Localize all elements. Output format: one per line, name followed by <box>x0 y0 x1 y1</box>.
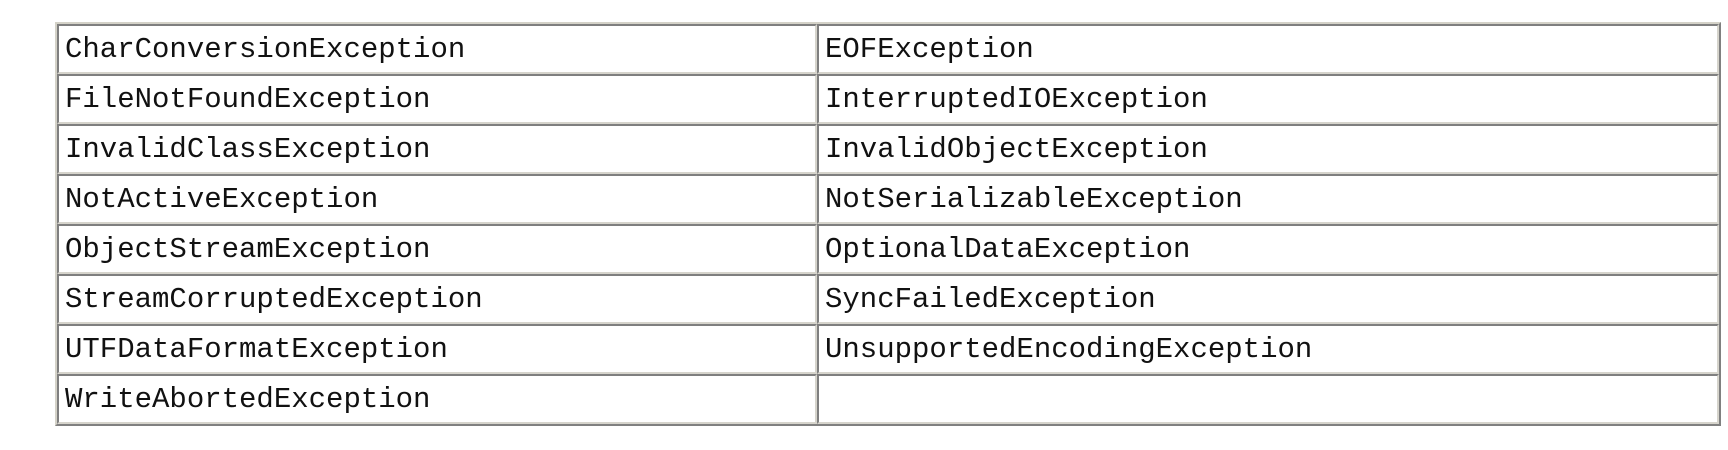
table-cell: StreamCorruptedException <box>57 274 817 324</box>
table-row: UTFDataFormatException UnsupportedEncodi… <box>57 324 1719 374</box>
table-cell: InvalidClassException <box>57 124 817 174</box>
exception-class-table: CharConversionException EOFException Fil… <box>55 22 1721 426</box>
table-cell: UnsupportedEncodingException <box>817 324 1719 374</box>
exception-table-container: CharConversionException EOFException Fil… <box>55 22 1721 426</box>
table-cell: NotSerializableException <box>817 174 1719 224</box>
table-cell: EOFException <box>817 24 1719 74</box>
empty-table-cell <box>817 374 1719 424</box>
table-cell: FileNotFoundException <box>57 74 817 124</box>
table-row: InvalidClassException InvalidObjectExcep… <box>57 124 1719 174</box>
table-cell: InterruptedIOException <box>817 74 1719 124</box>
table-cell: InvalidObjectException <box>817 124 1719 174</box>
table-cell: UTFDataFormatException <box>57 324 817 374</box>
table-cell: CharConversionException <box>57 24 817 74</box>
table-row: WriteAbortedException <box>57 374 1719 424</box>
table-row: StreamCorruptedException SyncFailedExcep… <box>57 274 1719 324</box>
table-cell: ObjectStreamException <box>57 224 817 274</box>
table-row: NotActiveException NotSerializableExcept… <box>57 174 1719 224</box>
table-cell: SyncFailedException <box>817 274 1719 324</box>
table-cell: WriteAbortedException <box>57 374 817 424</box>
table-row: ObjectStreamException OptionalDataExcept… <box>57 224 1719 274</box>
table-cell: NotActiveException <box>57 174 817 224</box>
table-row: FileNotFoundException InterruptedIOExcep… <box>57 74 1719 124</box>
table-row: CharConversionException EOFException <box>57 24 1719 74</box>
table-cell: OptionalDataException <box>817 224 1719 274</box>
